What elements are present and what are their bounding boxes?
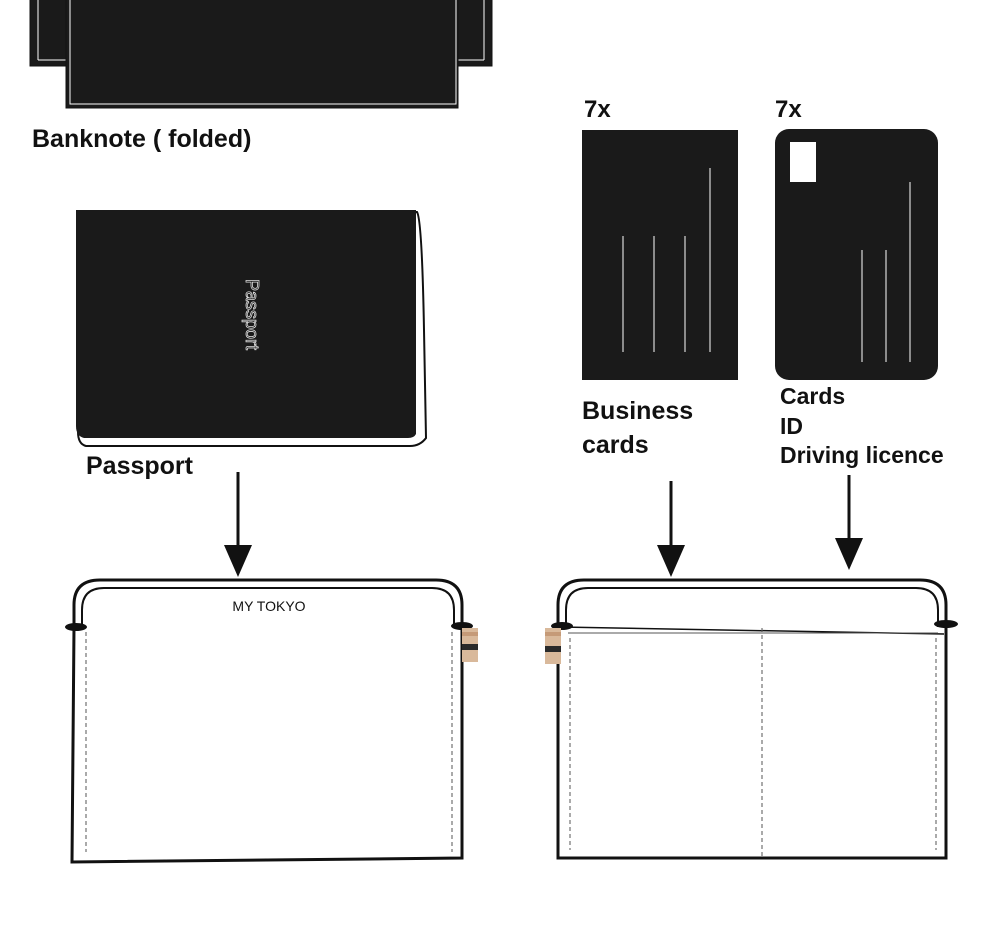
- banknote-label: Banknote ( folded): [32, 125, 251, 153]
- pouch-front: [65, 578, 478, 864]
- passport-label: Passport: [86, 452, 194, 480]
- passport-arrow: [224, 472, 252, 577]
- passport-illustration: Passport: [76, 210, 428, 447]
- business-cards-quantity: 7x: [584, 96, 611, 123]
- cards-quantity: 7x: [775, 96, 802, 123]
- pouch-back: [545, 578, 958, 860]
- cards-arrow: [835, 475, 863, 570]
- pouch-brand-text: MY TOKYO: [232, 598, 305, 614]
- pouch-tag: [462, 628, 478, 662]
- cards-label-line3: Driving licence: [780, 442, 944, 468]
- business-cards-label-line2: cards: [582, 431, 649, 459]
- cards-label-line1: Cards: [780, 383, 845, 409]
- passport-cover-text: Passport: [242, 279, 262, 350]
- business-cards-label-line1: Business: [582, 397, 693, 425]
- business-cards-arrow: [657, 481, 685, 577]
- cards-label-line2: ID: [780, 413, 803, 439]
- pouch-tag-left: [545, 628, 561, 664]
- business-card-illustration: [582, 130, 738, 380]
- banknote-illustration: [29, 0, 493, 109]
- id-card-illustration: [775, 129, 938, 380]
